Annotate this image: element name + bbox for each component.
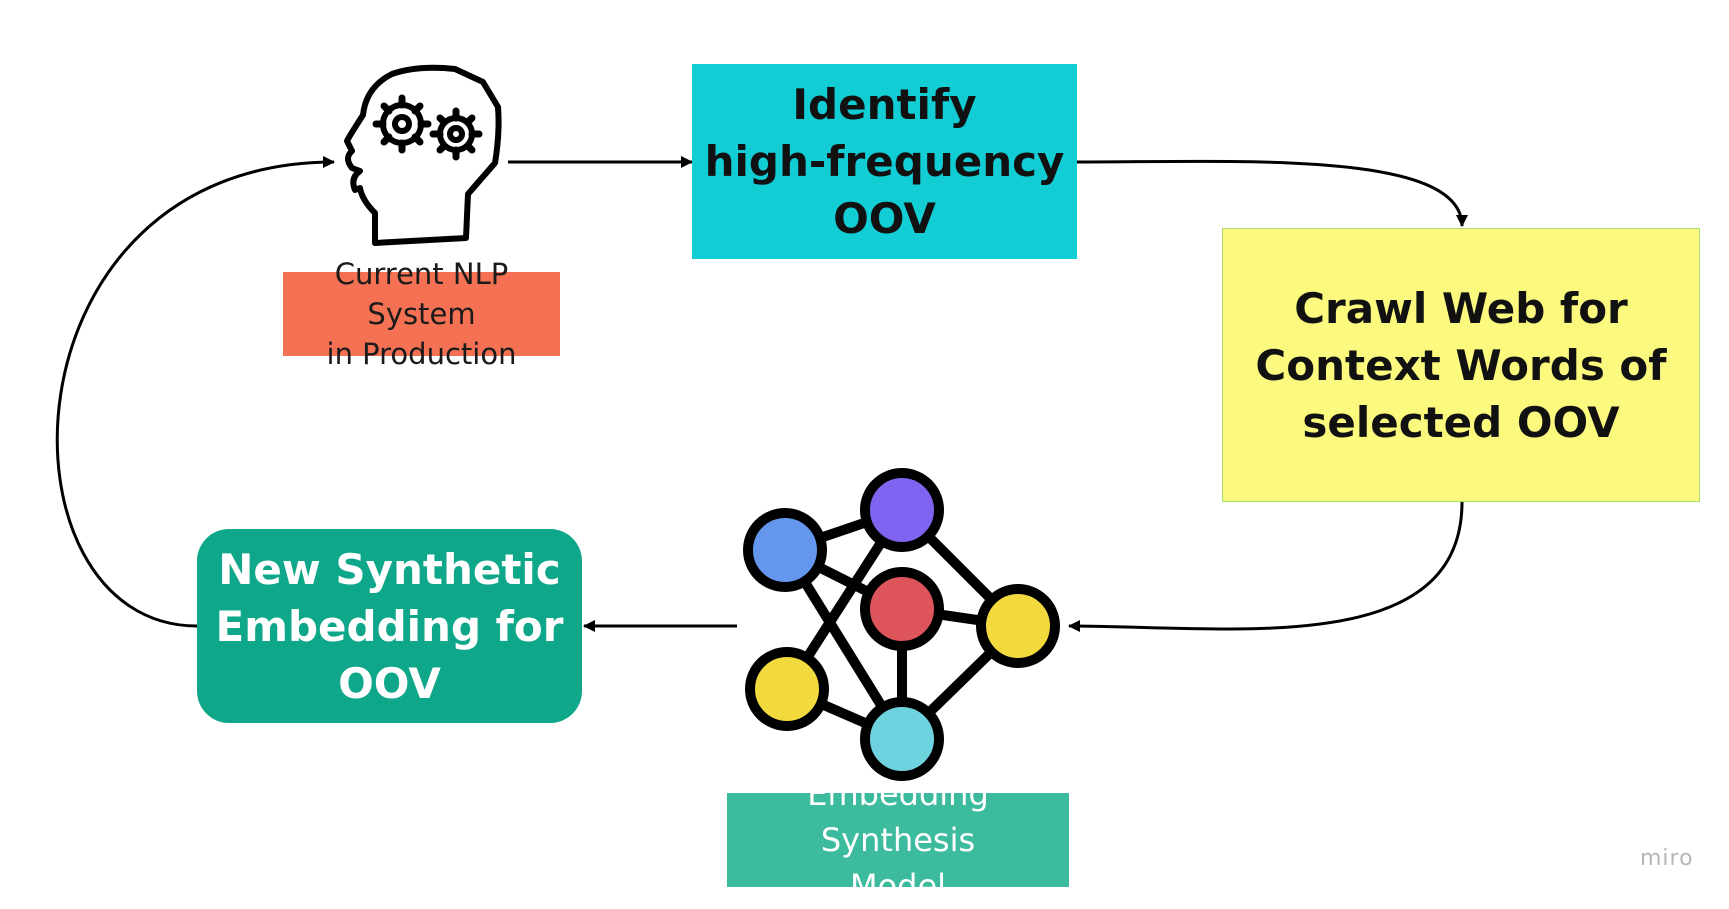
crawl-web-label: Crawl Web for Context Words of selected … bbox=[1255, 283, 1667, 447]
synthetic-embedding-node: New Synthetic Embedding for OOV bbox=[197, 529, 582, 723]
network-node-cyan bbox=[860, 697, 944, 781]
crawl-web-node: Crawl Web for Context Words of selected … bbox=[1222, 228, 1700, 502]
neural-network-icon bbox=[743, 468, 1060, 781]
arrow-synthetic-to-head bbox=[55, 156, 335, 628]
arrow-identify-to-crawl bbox=[1076, 159, 1468, 227]
nlp-system-caption-text: Current NLP System in Production bbox=[326, 257, 517, 371]
identify-oov-node: Identify high-frequency OOV bbox=[692, 64, 1077, 259]
synthetic-embedding-label: New Synthetic Embedding for OOV bbox=[215, 544, 564, 708]
network-node-yellow-left bbox=[745, 647, 829, 731]
arrow-crawl-to-network bbox=[1068, 501, 1464, 633]
network-node-blue bbox=[743, 508, 827, 592]
head-with-gears-icon bbox=[344, 64, 502, 246]
network-node-yellow-right bbox=[976, 584, 1060, 668]
network-node-purple bbox=[860, 468, 944, 552]
nlp-system-caption: Current NLP System in Production bbox=[283, 257, 560, 371]
miro-watermark: miro bbox=[1640, 846, 1694, 871]
synthesis-model-caption: Embedding Synthesis Model bbox=[727, 775, 1069, 905]
identify-oov-label: Identify high-frequency OOV bbox=[704, 80, 1065, 243]
synthesis-model-caption-text: Embedding Synthesis Model bbox=[807, 775, 989, 905]
network-node-red bbox=[860, 567, 944, 651]
